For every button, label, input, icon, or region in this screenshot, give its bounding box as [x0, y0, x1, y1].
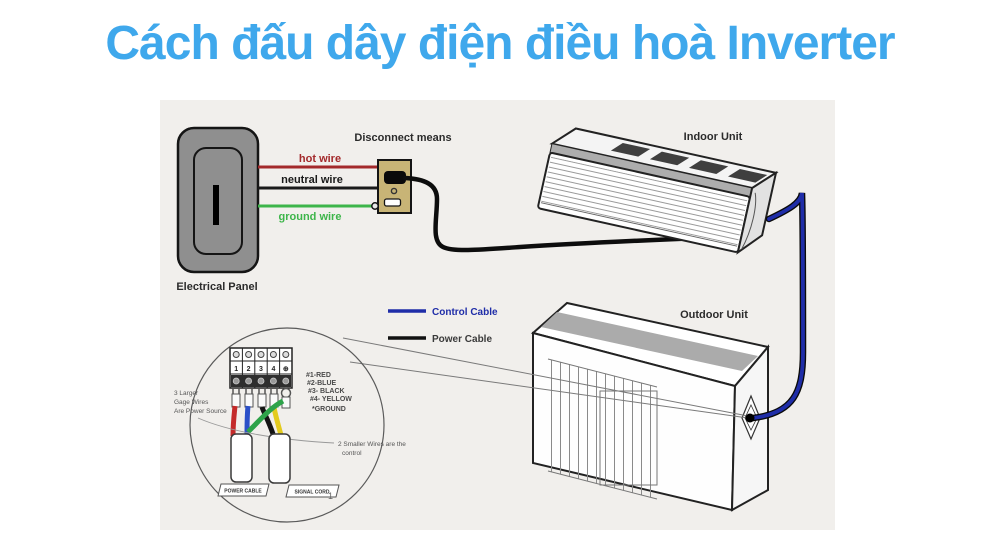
electrical-panel: Electrical Panel: [176, 126, 260, 293]
key-line-2: #2-BLUE: [307, 380, 337, 387]
disconnect-means: Disconnect means: [354, 132, 452, 214]
power-cable-tag: POWER CABLE: [224, 489, 262, 495]
indoor-unit-end-cap: [736, 170, 778, 255]
terminal-block: 1 2 3 4 ⊕: [229, 347, 293, 389]
neutral-wire-label: neutral wire: [281, 174, 343, 186]
indoor-unit-vent-slot: [610, 142, 651, 157]
supply-wires: hot wire neutral wire ground wire: [258, 153, 399, 223]
control-cable-connector-dot: [745, 413, 755, 423]
control-cable-line: [751, 192, 805, 420]
disconnect-means-label: Disconnect means: [354, 132, 451, 144]
detail-leader-lines: [342, 337, 749, 419]
power-cable-tag-box: [217, 483, 270, 497]
wire-color-key: #1-RED #2-BLUE #3- BLACK #4- YELLOW *GRO…: [306, 372, 352, 413]
outdoor-unit-grille-frame: [599, 390, 658, 486]
ground-terminal-icon: [371, 202, 379, 210]
outlet-screw-icon: [390, 187, 398, 195]
legend-control-label: Control Cable: [432, 307, 498, 318]
terminal-number-1: 1: [234, 366, 238, 373]
yellow-wire: [271, 406, 284, 436]
ground-wire-label: ground wire: [279, 211, 342, 223]
plug-icon: [384, 171, 406, 184]
power-cable-line: [402, 175, 724, 253]
left-note-line-3: Are Power Source: [174, 408, 227, 415]
outlet-slot-icon: [383, 198, 402, 207]
indoor-unit-louvers: [541, 156, 748, 246]
hot-wire-label: hot wire: [299, 153, 341, 165]
red-wire: [230, 405, 238, 437]
control-cable: [745, 192, 807, 423]
page-title: Cách đấu dây điện điều hoà Inverter: [105, 17, 895, 70]
green-ground-wire: [246, 398, 285, 434]
outdoor-unit: Outdoor Unit: [530, 301, 770, 512]
indoor-unit-vent-slot: [688, 160, 729, 174]
key-line-4: #4- YELLOW: [310, 396, 352, 403]
indoor-unit: [537, 127, 779, 255]
indoor-unit-cap-curve: [741, 192, 757, 250]
key-line-5: *GROUND: [312, 406, 346, 413]
indoor-unit-lip-line: [540, 202, 738, 247]
outdoor-unit-label: Outdoor Unit: [680, 309, 748, 321]
wiring-diagram: Electrical Panel hot wire neutral wire g…: [160, 100, 835, 530]
key-line-1: #1-RED: [306, 372, 331, 379]
signal-cord-tag-box: [285, 484, 340, 498]
legend-power-label: Power Cable: [432, 334, 492, 345]
left-note: 3 Larger Gage Wires Are Power Source: [174, 390, 227, 415]
terminal-detail: 1 2 3 4 ⊕: [174, 327, 406, 523]
terminal-number-4: 4: [271, 366, 275, 373]
electrical-panel-label: Electrical Panel: [176, 281, 257, 293]
left-note-line-2: Gage Wires: [174, 399, 209, 406]
wiring-diagram-canvas: Electrical Panel hot wire neutral wire g…: [174, 126, 807, 523]
power-cable-sheath: [230, 433, 253, 483]
outdoor-unit-top-band: [541, 312, 758, 371]
electrical-panel-handle: [213, 185, 219, 225]
right-note-line-1: 2 Smaller Wires are the: [338, 441, 406, 448]
terminal-block-grid: [230, 348, 292, 388]
signal-cord-tag: SIGNAL CORD: [295, 490, 330, 496]
right-note-line-2: control: [342, 450, 362, 457]
terminal-number-2: 2: [247, 366, 251, 373]
indoor-unit-label: Indoor Unit: [684, 131, 743, 143]
note-leader-line: [197, 417, 335, 444]
signal-cord-sheath: [268, 433, 291, 484]
terminal-screws-bottom: [232, 377, 290, 385]
hot-wire-line: [258, 165, 399, 174]
left-note-line-1: 3 Larger: [174, 390, 199, 397]
detail-circle: [189, 327, 385, 523]
outdoor-unit-connector-plate-inner: [744, 404, 758, 431]
indoor-unit-vent-slot: [728, 168, 768, 183]
terminal-number-ground: ⊕: [283, 366, 289, 373]
legend: Control Cable Power Cable: [388, 307, 498, 345]
wire-connectors: [231, 387, 292, 409]
terminal-screws-top: [232, 351, 290, 358]
figure-mark: 1: [328, 491, 333, 501]
black-wire: [259, 406, 276, 435]
key-line-3: #3- BLACK: [308, 388, 345, 395]
indoor-unit-vent-slot: [649, 151, 690, 166]
right-note: 2 Smaller Wires are the control: [338, 441, 406, 457]
electrical-panel-door: [193, 147, 243, 255]
terminal-number-3: 3: [259, 366, 263, 373]
